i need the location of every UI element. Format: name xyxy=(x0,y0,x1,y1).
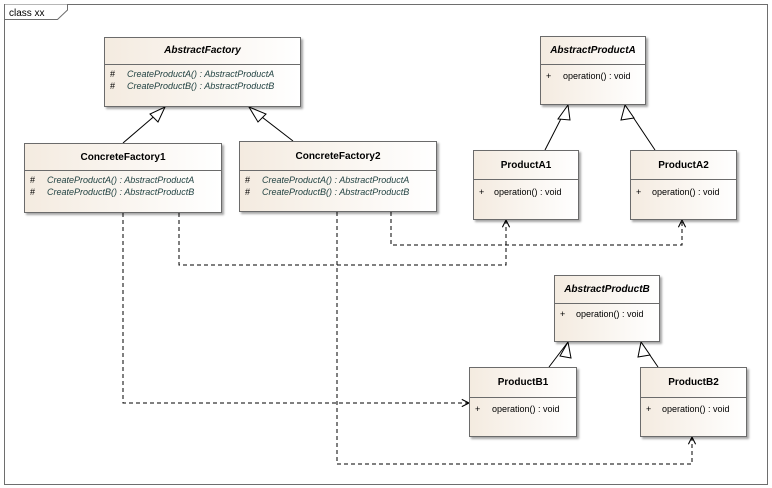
visibility-marker: # xyxy=(245,175,251,185)
operations-list: + operation() : void xyxy=(470,398,576,416)
visibility-marker: # xyxy=(110,81,116,91)
operation-operation[interactable]: + operation() : void xyxy=(541,71,645,83)
class-name: AbstractProductA xyxy=(541,37,645,65)
class-name: ProductA1 xyxy=(474,151,578,180)
dependency-lines xyxy=(122,212,692,465)
visibility-marker: + xyxy=(636,187,642,197)
class-name: ConcreteFactory2 xyxy=(240,142,436,171)
frame-title: class xx xyxy=(9,8,45,19)
operation-signature: CreateProductB() : AbstractProductB xyxy=(47,187,195,197)
operation-createproductb[interactable]: # CreateProductB() : AbstractProductB xyxy=(105,81,300,93)
visibility-marker: + xyxy=(646,404,652,414)
operation-operation[interactable]: + operation() : void xyxy=(474,187,578,199)
operations-list: + operation() : void xyxy=(474,180,578,199)
operations-list: # CreateProductA() : AbstractProductA # … xyxy=(105,65,300,93)
operations-list: + operation() : void xyxy=(631,180,736,199)
operation-createproducta[interactable]: # CreateProductA() : AbstractProductA xyxy=(105,69,300,81)
class-concretefactory1[interactable]: ConcreteFactory1 # CreateProductA() : Ab… xyxy=(24,143,222,213)
class-name: ProductB1 xyxy=(470,368,576,398)
operation-signature: CreateProductA() : AbstractProductA xyxy=(262,175,410,185)
class-name: ProductA2 xyxy=(631,151,736,180)
class-name: ConcreteFactory1 xyxy=(25,144,221,171)
operation-operation[interactable]: + operation() : void xyxy=(631,187,736,199)
dependency-concretefactory1-to-productb1[interactable] xyxy=(122,213,469,403)
class-name: ProductB2 xyxy=(641,368,746,398)
class-abstractproducta[interactable]: AbstractProductA + operation() : void xyxy=(540,36,646,105)
generalization-productb1-to-abstractproductb[interactable] xyxy=(548,341,569,368)
visibility-marker: # xyxy=(245,187,251,197)
operation-signature: operation() : void xyxy=(662,404,730,414)
operation-signature: operation() : void xyxy=(492,404,560,414)
operation-createproducta[interactable]: # CreateProductA() : AbstractProductA xyxy=(25,175,221,187)
dependency-concretefactory2-to-producta2[interactable] xyxy=(390,212,682,246)
class-name: AbstractFactory xyxy=(105,38,300,65)
operation-signature: operation() : void xyxy=(494,187,562,197)
dependency-concretefactory1-to-producta1[interactable] xyxy=(178,213,506,266)
class-concretefactory2[interactable]: ConcreteFactory2 # CreateProductA() : Ab… xyxy=(239,141,437,212)
generalization-arrowhead xyxy=(247,105,267,123)
generalization-arrowhead xyxy=(557,103,571,121)
visibility-marker: + xyxy=(479,187,485,197)
operations-list: # CreateProductA() : AbstractProductA # … xyxy=(240,171,436,199)
class-abstractfactory[interactable]: AbstractFactory # CreateProductA() : Abs… xyxy=(104,37,301,107)
generalization-arrowhead xyxy=(559,340,572,359)
generalization-arrowhead xyxy=(149,105,167,123)
operation-operation[interactable]: + operation() : void xyxy=(555,309,659,321)
operation-createproductb[interactable]: # CreateProductB() : AbstractProductB xyxy=(25,187,221,199)
operation-signature: CreateProductB() : AbstractProductB xyxy=(127,81,275,91)
generalization-arrowheads xyxy=(149,103,651,359)
visibility-marker: + xyxy=(475,404,481,414)
class-producta2[interactable]: ProductA2 + operation() : void xyxy=(630,150,737,220)
visibility-marker: # xyxy=(110,69,116,79)
operations-list: + operation() : void xyxy=(541,65,645,83)
operation-createproducta[interactable]: # CreateProductA() : AbstractProductA xyxy=(240,175,436,187)
operation-signature: CreateProductB() : AbstractProductB xyxy=(262,187,410,197)
operation-operation[interactable]: + operation() : void xyxy=(470,404,576,416)
operation-operation[interactable]: + operation() : void xyxy=(641,404,746,416)
class-producta1[interactable]: ProductA1 + operation() : void xyxy=(473,150,579,220)
operation-signature: operation() : void xyxy=(652,187,720,197)
operations-list: + operation() : void xyxy=(641,398,746,416)
operations-list: # CreateProductA() : AbstractProductA # … xyxy=(25,171,221,199)
operations-list: + operation() : void xyxy=(555,304,659,321)
generalization-arrowhead xyxy=(620,103,635,121)
class-abstractproductb[interactable]: AbstractProductB + operation() : void xyxy=(554,275,660,342)
operation-signature: operation() : void xyxy=(576,309,644,319)
dependency-concretefactory2-to-productb2[interactable] xyxy=(336,212,692,465)
class-name: AbstractProductB xyxy=(555,276,659,304)
visibility-marker: + xyxy=(560,309,566,319)
visibility-marker: # xyxy=(30,175,36,185)
generalization-arrowhead xyxy=(637,340,651,358)
operation-signature: CreateProductA() : AbstractProductA xyxy=(47,175,195,185)
frame-tab xyxy=(4,4,68,20)
operation-createproductb[interactable]: # CreateProductB() : AbstractProductB xyxy=(240,187,436,199)
visibility-marker: + xyxy=(546,71,552,81)
operation-signature: operation() : void xyxy=(563,71,631,81)
class-productb1[interactable]: ProductB1 + operation() : void xyxy=(469,367,577,437)
visibility-marker: # xyxy=(30,187,36,197)
operation-signature: CreateProductA() : AbstractProductA xyxy=(127,69,275,79)
class-productb2[interactable]: ProductB2 + operation() : void xyxy=(640,367,747,437)
